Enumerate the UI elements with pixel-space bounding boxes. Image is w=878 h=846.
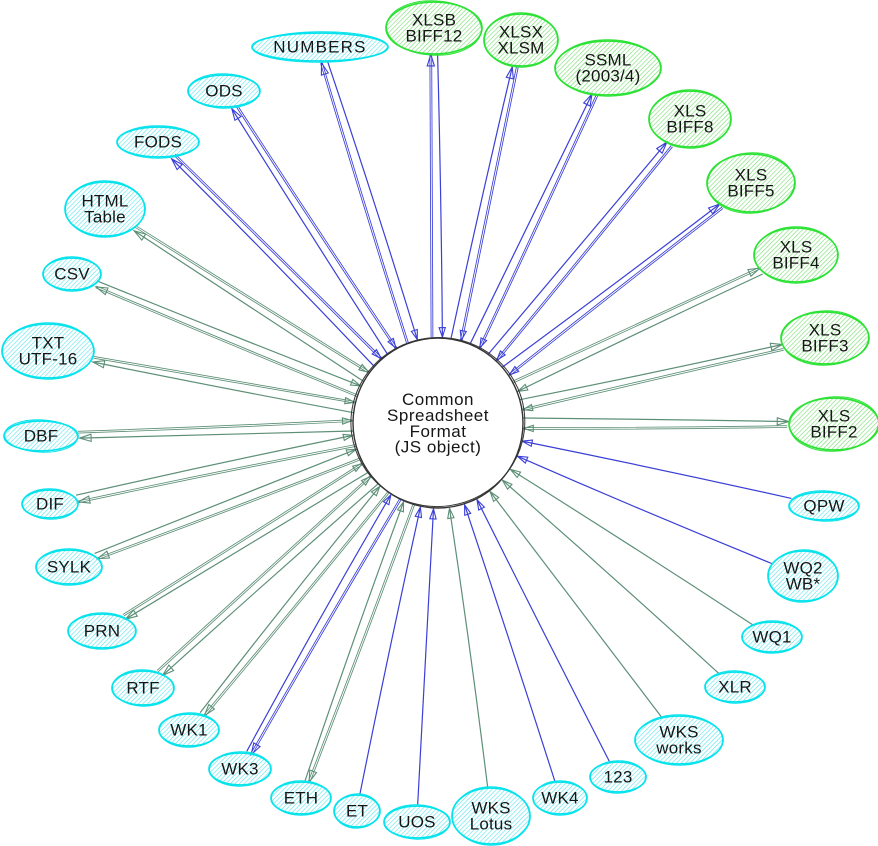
- svg-text:SYLK: SYLK: [47, 558, 92, 577]
- svg-text:WKS: WKS: [471, 799, 510, 818]
- svg-text:BIFF4: BIFF4: [772, 254, 819, 273]
- svg-text:(2003/4): (2003/4): [576, 67, 641, 86]
- svg-text:Table: Table: [84, 208, 126, 227]
- svg-text:HTML: HTML: [81, 192, 128, 211]
- svg-text:XLS: XLS: [735, 166, 768, 185]
- svg-text:RTF: RTF: [126, 679, 159, 698]
- svg-text:BIFF5: BIFF5: [727, 182, 774, 201]
- svg-text:XLSM: XLSM: [497, 39, 544, 58]
- svg-text:WK1: WK1: [170, 721, 207, 740]
- svg-text:123: 123: [604, 768, 633, 787]
- svg-text:WQ1: WQ1: [752, 628, 791, 647]
- svg-text:ETH: ETH: [284, 789, 319, 808]
- svg-text:Lotus: Lotus: [470, 815, 513, 834]
- svg-text:XLS: XLS: [780, 238, 813, 257]
- svg-text:works: works: [655, 739, 701, 758]
- svg-text:BIFF12: BIFF12: [406, 27, 463, 46]
- svg-text:DIF: DIF: [36, 495, 64, 514]
- svg-text:Common: Common: [402, 390, 474, 409]
- svg-text:XLS: XLS: [818, 407, 851, 426]
- svg-text:PRN: PRN: [84, 622, 121, 641]
- svg-text:UTF-16: UTF-16: [19, 350, 78, 369]
- svg-text:WQ2: WQ2: [783, 559, 822, 578]
- svg-text:ODS: ODS: [205, 82, 242, 101]
- svg-text:WKS: WKS: [659, 723, 698, 742]
- svg-text:XLSX: XLSX: [499, 23, 543, 42]
- svg-text:(JS object): (JS object): [395, 438, 482, 457]
- svg-text:XLS: XLS: [809, 321, 842, 340]
- svg-text:FODS: FODS: [134, 133, 182, 152]
- svg-text:BIFF2: BIFF2: [810, 423, 857, 442]
- svg-text:WB*: WB*: [786, 575, 821, 594]
- svg-text:DBF: DBF: [24, 427, 59, 446]
- svg-text:BIFF8: BIFF8: [666, 118, 713, 137]
- svg-text:Format: Format: [410, 422, 467, 441]
- svg-text:TXT: TXT: [32, 334, 65, 353]
- svg-text:WK3: WK3: [221, 760, 258, 779]
- svg-text:XLS: XLS: [674, 102, 707, 121]
- svg-text:Spreadsheet: Spreadsheet: [387, 406, 489, 425]
- svg-text:CSV: CSV: [54, 265, 90, 284]
- svg-text:XLR: XLR: [718, 678, 752, 697]
- svg-text:SSML: SSML: [584, 51, 631, 70]
- svg-text:ET: ET: [346, 802, 368, 821]
- svg-text:XLSB: XLSB: [412, 11, 456, 30]
- svg-text:WK4: WK4: [541, 789, 578, 808]
- svg-text:BIFF3: BIFF3: [801, 337, 848, 356]
- svg-text:NUMBERS: NUMBERS: [273, 38, 366, 57]
- svg-text:UOS: UOS: [398, 813, 435, 832]
- svg-text:QPW: QPW: [803, 497, 844, 516]
